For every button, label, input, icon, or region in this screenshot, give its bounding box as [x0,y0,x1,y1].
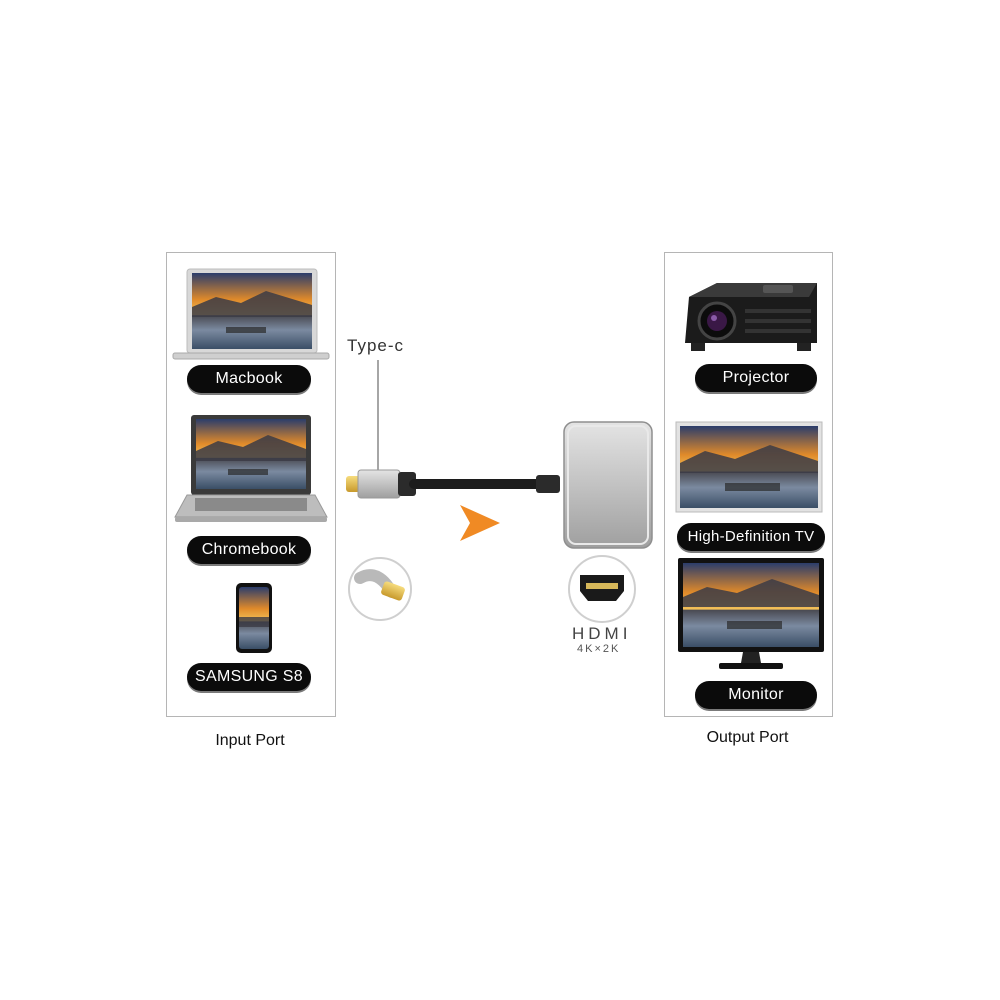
phone-icon [236,583,272,653]
tv-icon [675,421,823,513]
hdmi-port-icon [568,555,636,623]
input-port-panel: Macbook Chromebook SAMSUNG S8 [166,252,336,717]
laptop-icon [174,415,328,522]
usb-c-plug-tip [346,476,360,492]
device-label-macbook: Macbook [187,365,311,393]
projector-icon [685,283,817,351]
device-label-chromebook: Chromebook [187,536,311,564]
monitor-icon [678,558,824,669]
laptop-icon [172,268,330,360]
usb-c-plug-icon [348,557,412,621]
usb-c-adapter-diagram [346,360,653,549]
usb-c-plug-collar [398,472,416,496]
hdmi-label: HDMI [572,624,632,643]
arrow-right-icon [460,505,500,541]
input-port-caption: Input Port [215,732,285,749]
device-label-samsung-s8: SAMSUNG S8 [187,663,311,691]
device-label-hd-tv: High-Definition TV [677,523,825,551]
output-port-caption: Output Port [706,729,789,746]
type-c-label: Type-c [347,336,405,355]
adapter-strain-relief [536,475,560,493]
usb-c-plug-housing [357,469,401,499]
adapter-body [563,421,653,549]
device-label-monitor: Monitor [695,681,817,709]
hdmi-resolution-label: 4K×2K [577,643,621,655]
device-label-projector: Projector [695,364,817,392]
output-port-panel: Projector High-Definition TV Monitor [664,252,833,717]
